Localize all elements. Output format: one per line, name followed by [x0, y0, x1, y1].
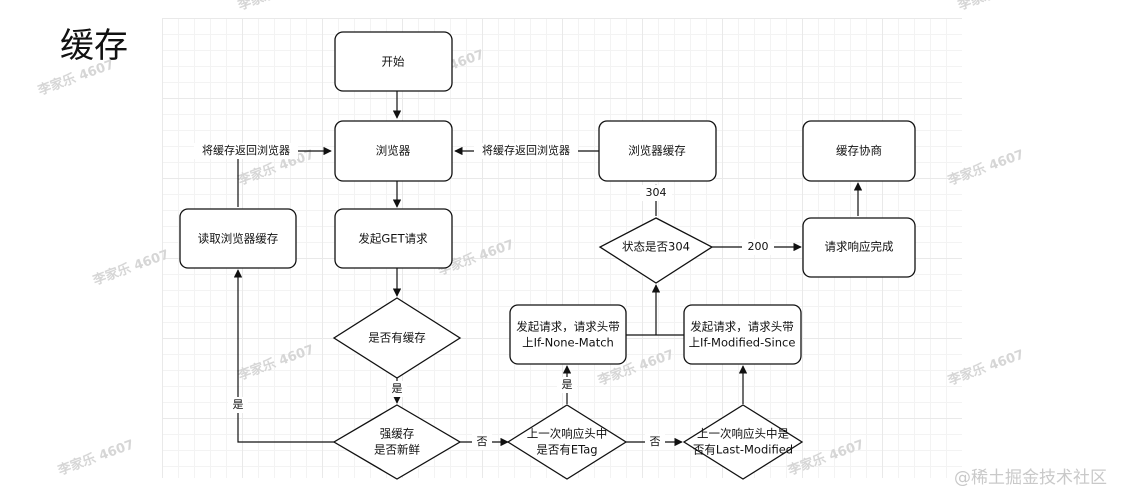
node-label-strong-cache-1: 强缓存 [380, 427, 415, 441]
node-send-get [334, 208, 453, 269]
label-bg [645, 434, 665, 450]
edge-label-yes-fresh: 是 [233, 398, 244, 411]
node-label-inm-1: 发起请求，请求头带 [516, 320, 620, 334]
node-label-request-complete: 请求响应完成 [825, 240, 894, 254]
label-bg [474, 143, 578, 159]
node-labels: 开始 浏览器 发起GET请求 读取浏览器缓存 浏览器缓存 缓存协商 请求响应完成… [198, 55, 894, 457]
watermark: 李家乐 4607 [945, 146, 1026, 189]
label-bg [742, 239, 774, 255]
edge-label-return-left: 将缓存返回浏览器 [202, 143, 290, 157]
edge-label-304: 304 [646, 186, 667, 199]
node-label-etag-1: 上一次响应头中 [527, 427, 608, 441]
edge-label-yes-has-cache: 是 [392, 382, 403, 395]
node-label-status-304: 状态是否304 [622, 240, 690, 254]
node-status-304-diamond [598, 217, 714, 284]
node-label-ims-2: 上If-Modified-Since [689, 336, 796, 350]
node-label-ims-1: 发起请求，请求头带 [690, 320, 794, 334]
node-label-start: 开始 [382, 55, 405, 69]
node-has-cache-diamond [332, 297, 462, 379]
node-label-strong-cache-2: 是否新鲜 [374, 443, 420, 457]
node-label-lm-2: 否有Last-Modified [693, 443, 793, 457]
label-bg [472, 434, 492, 450]
node-etag-diamond [506, 404, 628, 480]
node-label-etag-2: 是否有ETag [536, 443, 597, 457]
label-bg [194, 143, 298, 159]
label-bg [640, 185, 672, 201]
node-browser-cache [598, 120, 717, 182]
source-credit: @稀土掘金技术社区 [954, 468, 1107, 488]
watermark: 李家乐 4607 [55, 436, 136, 479]
nodes [179, 31, 916, 480]
node-label-browser-cache: 浏览器缓存 [628, 144, 686, 158]
watermark: 李家乐 4607 [235, 341, 316, 384]
watermark: 李家乐 4607 [90, 246, 171, 289]
node-last-modified-diamond [682, 404, 804, 480]
label-bg [228, 397, 248, 413]
node-label-lm-1: 上一次响应头中是 [697, 427, 789, 441]
edge-labels: 将缓存返回浏览器 将缓存返回浏览器 是 是 否 否 是 304 200 [194, 143, 774, 450]
edge-fresh-to-read-cache [233, 269, 335, 443]
page-title: 缓存 [60, 26, 128, 66]
edge-label-200: 200 [748, 240, 769, 253]
node-start [334, 31, 453, 92]
node-read-cache [179, 208, 297, 269]
edge-label-no-fresh: 否 [477, 435, 488, 448]
node-req-if-modified-since [683, 304, 802, 365]
node-req-if-none-match [509, 304, 627, 365]
watermark: 李家乐 4607 [235, 0, 316, 14]
watermark: 李家乐 4607 [955, 0, 1036, 14]
node-label-read-cache: 读取浏览器缓存 [198, 232, 279, 246]
node-cache-negotiation [802, 120, 916, 182]
node-strong-cache-diamond [332, 404, 462, 480]
edge-label-return-right: 将缓存返回浏览器 [482, 143, 570, 157]
watermark: 李家乐 4607 [945, 346, 1026, 389]
edge-label-yes-etag: 是 [562, 378, 573, 391]
node-request-complete [802, 217, 916, 278]
label-bg [557, 377, 577, 393]
node-label-send-get: 发起GET请求 [358, 232, 428, 246]
node-browser [334, 120, 453, 182]
watermark: 李家乐 4607 [35, 56, 116, 99]
edge-label-no-etag: 否 [650, 435, 661, 448]
node-label-inm-2: 上If-None-Match [522, 336, 614, 350]
node-label-browser: 浏览器 [376, 144, 411, 158]
node-label-has-cache: 是否有缓存 [368, 331, 426, 345]
label-bg [387, 381, 407, 397]
node-label-cache-negotiation: 缓存协商 [836, 144, 882, 158]
